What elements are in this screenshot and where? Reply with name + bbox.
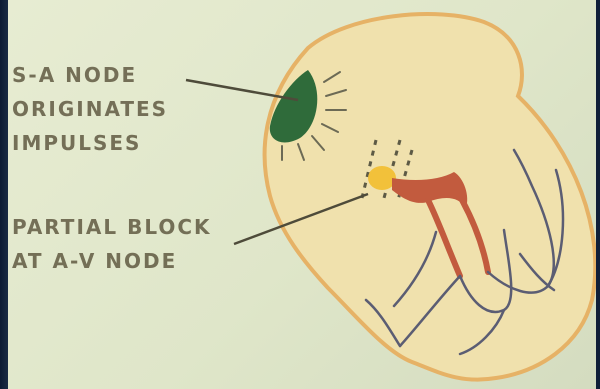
sa-node-label-line1: S-A NODE [12, 58, 168, 92]
av-node-label-line1: PARTIAL BLOCK [12, 210, 212, 244]
av-node [368, 166, 396, 190]
av-node-label-line2: AT A-V NODE [12, 244, 212, 278]
sa-node-label-line2: ORIGINATES [12, 92, 168, 126]
av-node-label: PARTIAL BLOCK AT A-V NODE [12, 210, 212, 278]
sa-node-label-line3: IMPULSES [12, 126, 168, 160]
sa-node-label: S-A NODE ORIGINATES IMPULSES [12, 58, 168, 160]
diagram-canvas: S-A NODE ORIGINATES IMPULSES PARTIAL BLO… [8, 0, 596, 389]
